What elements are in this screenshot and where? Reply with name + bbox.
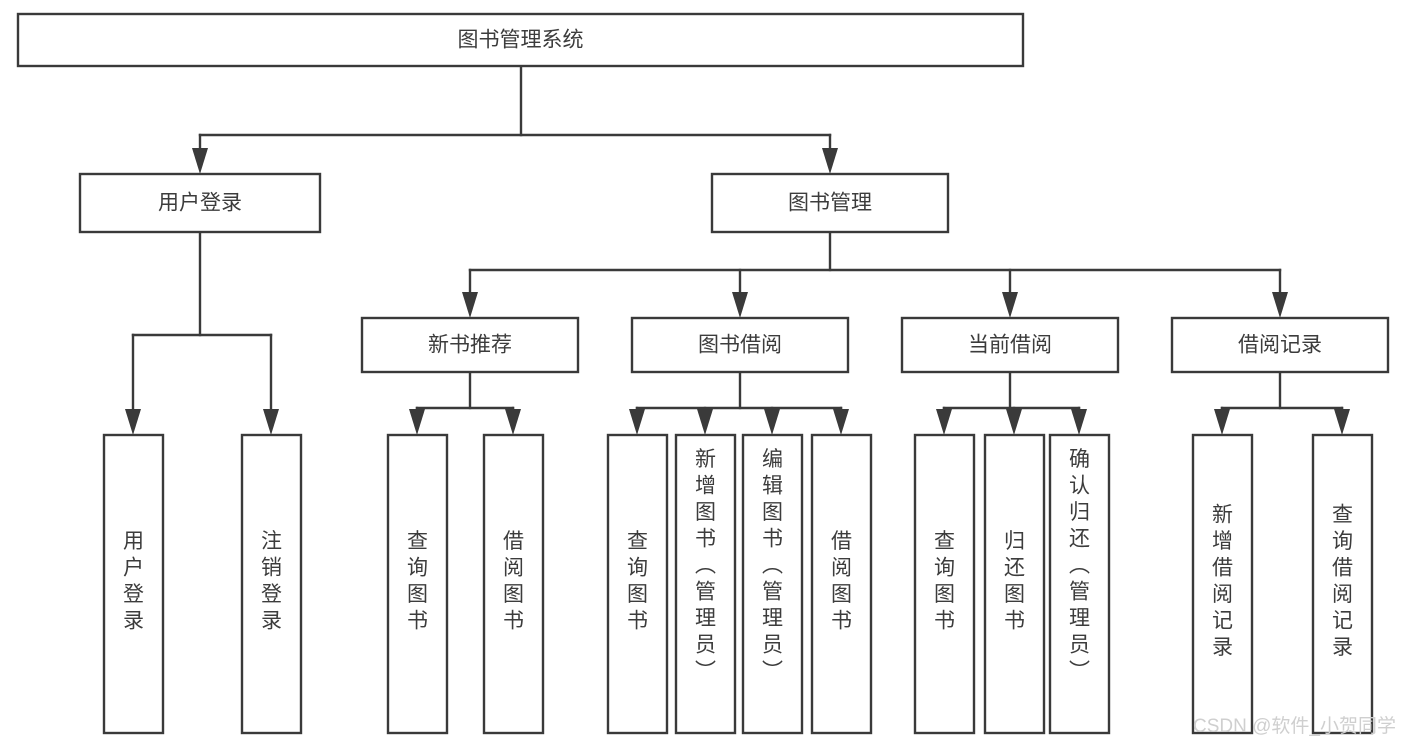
node-label-leaf-confirm-return-admin: 确认归还︵管理员︶ [1069,448,1090,683]
node-label-current-borrow: 当前借阅 [968,334,1052,357]
arrow-head-icon [263,409,279,435]
connector-user_login_to_leaves [125,230,279,435]
node-leaf-user-logout[interactable]: 注销登录 [240,433,303,735]
arrow-head-icon [732,292,748,318]
node-box-borrow-record[interactable] [1170,316,1390,374]
node-label-user-login: 用户登录 [158,192,242,215]
connector-new_book_recommend_to_leaves [409,370,521,435]
node-box-leaf-user-logout[interactable] [240,433,303,735]
node-label-leaf-edit-book-admin: 编辑图书︵管理员︶ [762,448,783,683]
node-user-login[interactable]: 用户登录 [78,172,322,234]
arrow-head-icon [462,292,478,318]
node-box-leaf-borrow-book[interactable] [810,433,873,735]
arrow-head-icon [125,409,141,435]
node-label-leaf-user-logout: 注销登录 [261,530,282,633]
connector-root_to_level2 [192,64,838,174]
node-box-leaf-query-borrow-record[interactable] [1311,433,1374,735]
arrow-head-icon [936,409,952,435]
arrow-head-icon [697,409,713,435]
arrow-head-icon [1071,409,1087,435]
node-book-borrow[interactable]: 图书借阅 [630,316,850,374]
node-borrow-record[interactable]: 借阅记录 [1170,316,1390,374]
arrow-head-icon [1272,292,1288,318]
node-leaf-confirm-return-admin[interactable]: 确认归还︵管理员︶ [1048,433,1111,735]
node-label-leaf-borrow-book: 借阅图书 [831,530,852,633]
arrow-head-icon [505,409,521,435]
node-box-new-book-recommend[interactable] [360,316,580,374]
node-new-book-recommend[interactable]: 新书推荐 [360,316,580,374]
connector-current_borrow_to_leaves [936,370,1087,435]
node-label-leaf-query-book-borrow: 查询图书 [627,530,648,633]
node-label-leaf-add-book-admin: 新增图书︵管理员︶ [695,448,716,683]
node-box-leaf-return-book[interactable] [983,433,1046,735]
node-book-management[interactable]: 图书管理 [710,172,950,234]
connector-book_borrow_to_leaves [629,370,849,435]
arrow-head-icon [1334,409,1350,435]
node-box-leaf-user-login[interactable] [102,433,165,735]
node-label-leaf-add-borrow-record: 新增借阅记录 [1212,504,1233,660]
node-leaf-query-book-borrow[interactable]: 查询图书 [606,433,669,735]
node-root[interactable]: 图书管理系统 [16,12,1025,68]
node-leaf-query-book-recommend[interactable]: 查询图书 [386,433,449,735]
arrow-head-icon [409,409,425,435]
node-label-root: 图书管理系统 [458,29,584,52]
node-box-book-borrow[interactable] [630,316,850,374]
node-label-leaf-query-book-recommend: 查询图书 [407,530,428,633]
node-leaf-add-book-admin[interactable]: 新增图书︵管理员︶ [674,433,737,735]
node-box-root[interactable] [16,12,1025,68]
arrow-head-icon [1214,409,1230,435]
node-label-borrow-record: 借阅记录 [1238,334,1322,357]
node-leaf-return-book[interactable]: 归还图书 [983,433,1046,735]
node-box-leaf-confirm-return-admin[interactable] [1048,433,1111,735]
csdn-watermark: CSDN @软件_小贺同学 [1193,715,1396,737]
node-box-current-borrow[interactable] [900,316,1120,374]
arrow-head-icon [1002,292,1018,318]
node-label-leaf-return-book: 归还图书 [1004,530,1025,633]
node-box-leaf-add-borrow-record[interactable] [1191,433,1254,735]
node-label-leaf-borrow-book-recommend: 借阅图书 [503,530,524,633]
node-leaf-user-login[interactable]: 用户登录 [102,433,165,735]
node-leaf-edit-book-admin[interactable]: 编辑图书︵管理员︶ [741,433,804,735]
node-label-book-management: 图书管理 [788,192,872,215]
node-box-book-management[interactable] [710,172,950,234]
node-label-leaf-query-borrow-record: 查询借阅记录 [1332,504,1353,660]
node-box-leaf-query-book-recommend[interactable] [386,433,449,735]
node-leaf-query-borrow-record[interactable]: 查询借阅记录 [1311,433,1374,735]
node-label-book-borrow: 图书借阅 [698,334,782,357]
node-leaf-borrow-book[interactable]: 借阅图书 [810,433,873,735]
arrow-head-icon [833,409,849,435]
node-label-new-book-recommend: 新书推荐 [428,334,512,357]
node-leaf-query-book-current[interactable]: 查询图书 [913,433,976,735]
connector-layer [125,64,1350,435]
arrow-head-icon [764,409,780,435]
arrow-head-icon [1006,409,1022,435]
node-current-borrow[interactable]: 当前借阅 [900,316,1120,374]
node-box-leaf-query-book-current[interactable] [913,433,976,735]
node-label-leaf-query-book-current: 查询图书 [934,530,955,633]
node-box-leaf-borrow-book-recommend[interactable] [482,433,545,735]
connector-book_management_to_level3 [462,230,1288,318]
node-box-leaf-query-book-borrow[interactable] [606,433,669,735]
arrow-head-icon [629,409,645,435]
arrow-head-icon [192,148,208,174]
node-leaf-borrow-book-recommend[interactable]: 借阅图书 [482,433,545,735]
connector-borrow_record_to_leaves [1214,370,1350,435]
node-box-leaf-edit-book-admin[interactable] [741,433,804,735]
node-layer: 图书管理系统用户登录图书管理新书推荐图书借阅当前借阅借阅记录用户登录注销登录查询… [16,12,1390,735]
node-box-leaf-add-book-admin[interactable] [674,433,737,735]
arrow-head-icon [822,148,838,174]
node-leaf-add-borrow-record[interactable]: 新增借阅记录 [1191,433,1254,735]
node-label-leaf-user-login: 用户登录 [123,530,144,633]
node-box-user-login[interactable] [78,172,322,234]
